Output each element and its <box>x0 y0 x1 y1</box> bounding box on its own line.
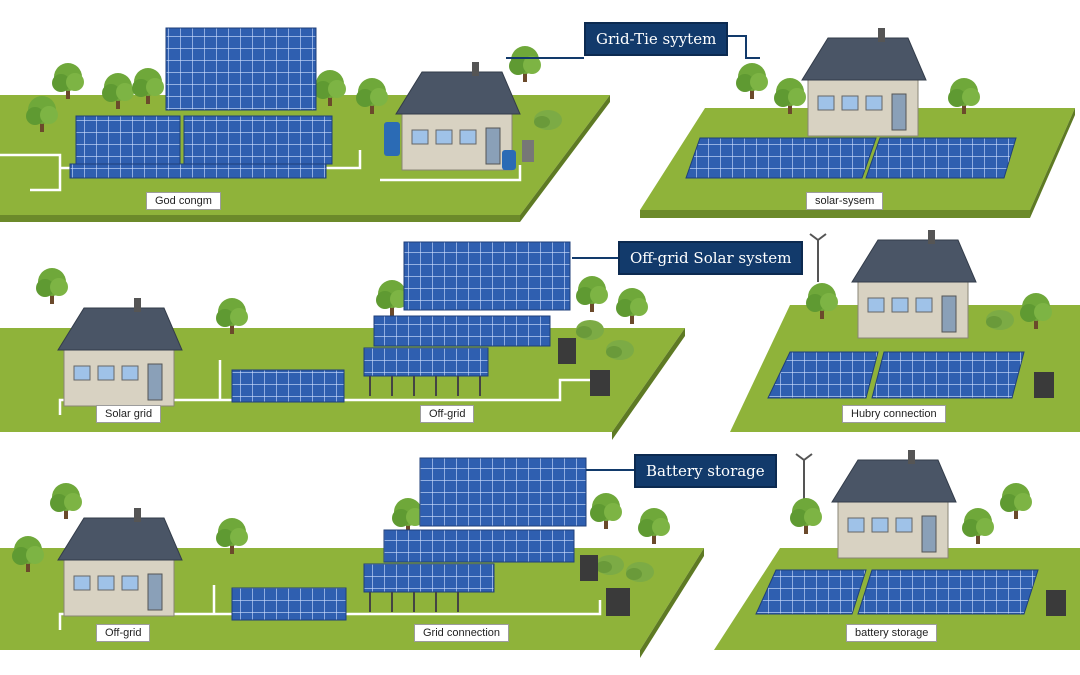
label-row2-mid: Off-grid <box>420 405 475 423</box>
label-row2-right: Hubry connection <box>842 405 946 423</box>
plate-grid-tie-left <box>0 27 610 222</box>
label-row2-left: Solar grid <box>96 405 162 423</box>
callout-battery-storage: Battery storage <box>634 454 777 488</box>
label-row1-right: solar-sysem <box>806 192 884 210</box>
plate-battery-left <box>0 457 704 658</box>
plate-grid-tie-right <box>640 27 1075 218</box>
plate-off-grid-right <box>730 229 1080 432</box>
label-row3-right: battery storage <box>846 624 938 642</box>
callout-grid-tie: Grid-Tie syytem <box>584 22 729 56</box>
label-row3-left: Off-grid <box>96 624 151 642</box>
label-row1-left: God congm <box>146 192 221 210</box>
label-row3-mid: Grid connection <box>414 624 510 642</box>
solar-panel-array <box>165 27 317 111</box>
battery-icon <box>384 122 400 156</box>
plate-battery-right <box>714 449 1080 650</box>
callout-off-grid: Off-grid Solar system <box>618 241 804 275</box>
plate-off-grid-left <box>0 241 685 440</box>
